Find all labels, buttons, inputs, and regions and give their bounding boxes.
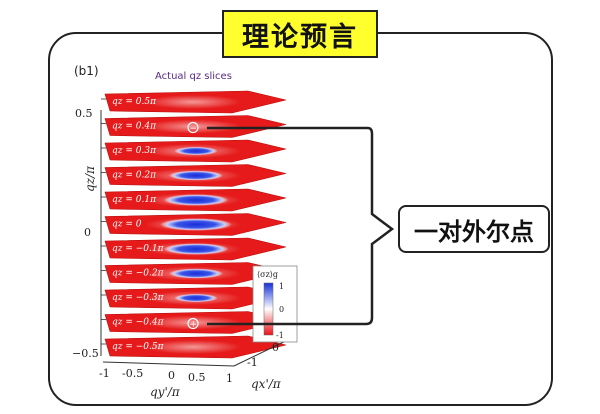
slice-blue-region xyxy=(168,268,224,279)
y-axis-line xyxy=(102,361,235,367)
colorbar-gradient xyxy=(263,282,274,336)
z-tick-top: 0.5 xyxy=(75,107,93,120)
slice-label: qz = −0.5π xyxy=(112,342,165,352)
slice: qz = 0.4π − xyxy=(104,115,287,138)
slice: qz = −0.2π xyxy=(104,262,287,285)
slice: qz = 0.2π xyxy=(104,164,287,187)
y-axis-label: qy'/π xyxy=(150,385,181,399)
colorbar-title: ⟨σz⟩g xyxy=(257,270,278,279)
x-axis-line xyxy=(233,337,293,367)
y-tick-3: 0.5 xyxy=(188,371,206,384)
colorbar-box xyxy=(252,265,298,343)
slice: qz = −0.3π xyxy=(104,286,287,310)
slice-glow xyxy=(145,119,241,134)
weyl-point-sign: + xyxy=(190,320,198,330)
slice: qz = −0.4π + xyxy=(104,311,287,334)
slice: qz = 0.5π xyxy=(104,90,287,114)
weyl-point-sign: − xyxy=(190,124,198,134)
colorbar-max: 1 xyxy=(279,282,284,291)
slice-label: qz = −0.1π xyxy=(112,244,165,254)
slice-glow xyxy=(145,315,241,330)
slice-blue-region xyxy=(168,170,224,181)
slice: qz = 0.3π xyxy=(104,139,287,163)
slice-blue-region xyxy=(174,146,218,156)
colorbar-mid: 0 xyxy=(279,305,284,314)
x-axis-label: qx'/π xyxy=(251,377,282,391)
weyl-point-marker xyxy=(187,121,199,134)
slice-stack: qz = 0.5π qz = 0.4π − qz = 0.3π qz = 0.2π qz … xyxy=(101,90,287,359)
slice-blue-region xyxy=(163,243,229,255)
slice-glow xyxy=(145,95,241,109)
slice-blue-region xyxy=(160,218,232,231)
weyl-points-callout: 一对外尔点 xyxy=(398,205,550,253)
weyl-point-marker xyxy=(187,317,199,330)
slice: qz = −0.1π xyxy=(104,237,287,261)
slice: qz = 0.1π xyxy=(104,188,287,212)
y-tick-2: 0 xyxy=(168,369,175,382)
z-axis-label: qz/π xyxy=(83,165,97,192)
colorbar-min: -1 xyxy=(276,331,284,340)
slice-label: qz = 0.1π xyxy=(112,195,157,205)
slice-label: qz = 0.2π xyxy=(112,171,157,181)
slice-label: qz = 0.3π xyxy=(112,146,157,156)
panel-label: (b1) xyxy=(74,64,99,78)
x-tick-0: -1 xyxy=(247,356,258,369)
z-tick-mid: 0 xyxy=(84,226,91,239)
y-tick-0: -1 xyxy=(99,367,110,380)
slice-blue-region xyxy=(163,194,229,206)
banner-title: 理论预言 xyxy=(222,10,378,58)
slice-glow xyxy=(145,340,241,354)
y-tick-4: 1 xyxy=(226,372,233,385)
callout-bracket xyxy=(207,126,395,326)
slice-label: qz = −0.2π xyxy=(112,269,165,279)
z-tick-bottom: −0.5 xyxy=(72,347,99,360)
slice: qz = −0.5π xyxy=(104,335,287,359)
slice: qz = 0 xyxy=(104,213,287,236)
slice-label: qz = −0.3π xyxy=(112,293,165,303)
slice-label: qz = 0.5π xyxy=(112,97,157,107)
slice-blue-region xyxy=(174,293,218,303)
x-tick-1: 0 xyxy=(272,341,279,354)
slice-label: qz = −0.4π xyxy=(112,318,165,328)
y-tick-1: -0.5 xyxy=(122,367,143,380)
panel-title: Actual qz slices xyxy=(155,71,232,82)
slice-label: qz = 0.4π xyxy=(112,122,157,132)
slice-label: qz = 0 xyxy=(112,220,142,230)
